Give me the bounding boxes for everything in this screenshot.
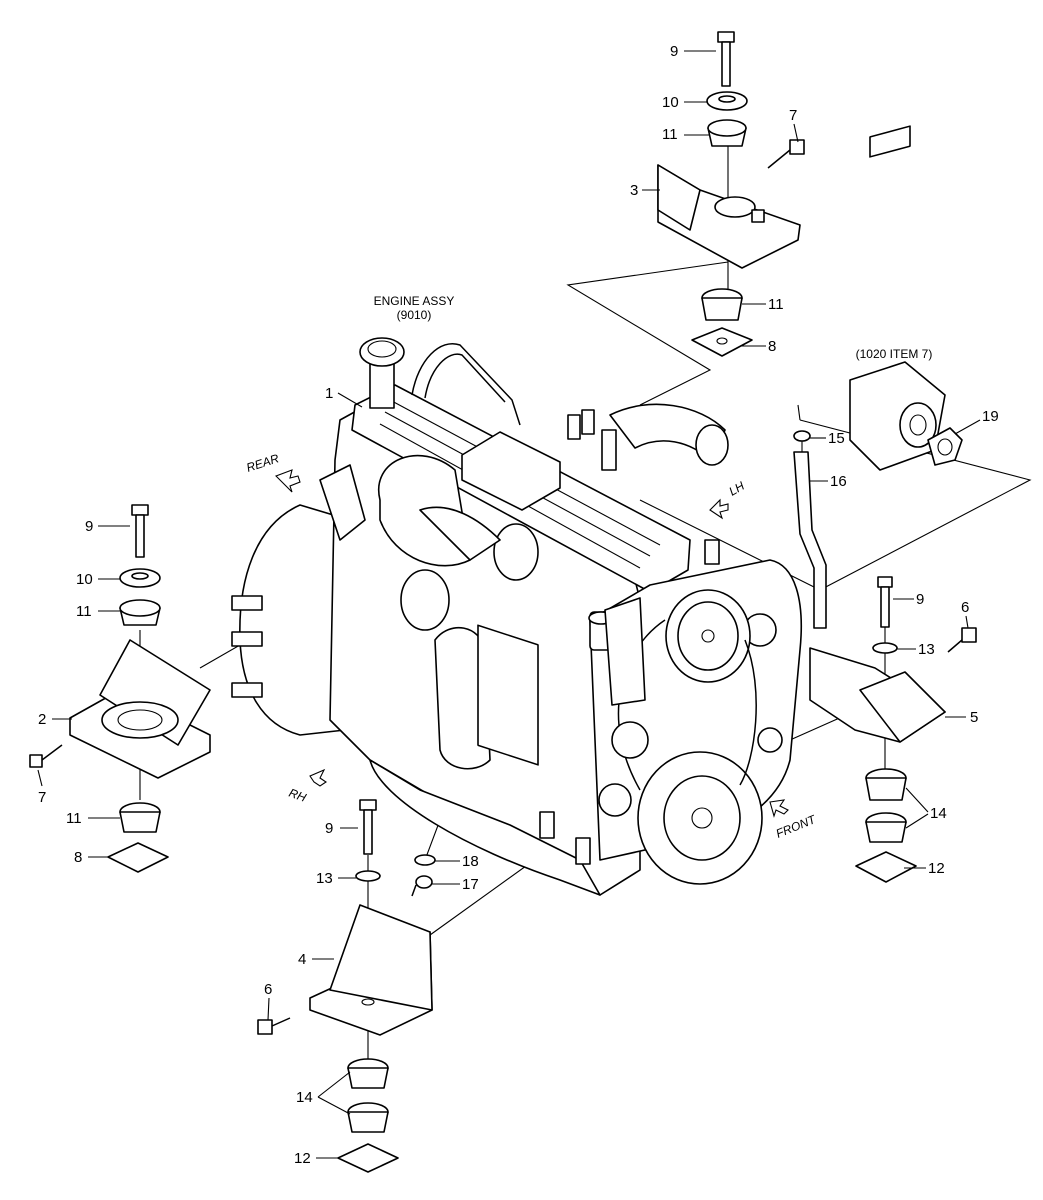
rear-label: REAR [245, 451, 281, 475]
svg-text:19: 19 [982, 408, 999, 425]
callout-14-right: 14 [905, 787, 947, 829]
callout-4: 4 [298, 951, 334, 968]
oil-pan [369, 759, 601, 896]
filter-housing [477, 624, 539, 766]
drain-hose-and-pump [793, 125, 963, 629]
rear-lh-mount-group [657, 31, 805, 357]
lh-arrow-icon [709, 498, 729, 520]
callout-11-left-upper: 11 [76, 603, 120, 620]
breather-box [461, 431, 561, 511]
svg-text:6: 6 [961, 599, 969, 616]
rh-label: RH [287, 786, 308, 805]
svg-text:10: 10 [662, 94, 679, 111]
svg-text:13: 13 [918, 641, 935, 658]
svg-text:9: 9 [325, 820, 333, 837]
svg-text:10: 10 [76, 571, 93, 588]
front-arrow-icon [769, 799, 789, 818]
svg-text:13: 13 [316, 870, 333, 887]
callout-15: 15 [810, 430, 845, 447]
svg-text:7: 7 [789, 107, 797, 124]
svg-text:14: 14 [296, 1089, 313, 1106]
svg-text:3: 3 [630, 182, 638, 199]
callout-19: 19 [954, 408, 999, 435]
svg-text:5: 5 [970, 709, 978, 726]
svg-text:2: 2 [38, 711, 46, 728]
svg-text:11: 11 [76, 603, 92, 620]
callout-7-top: 7 [789, 107, 799, 143]
callout-6-right: 6 [961, 599, 969, 629]
svg-text:12: 12 [928, 860, 945, 877]
oil-filler-tube [369, 359, 395, 409]
callout-8-left: 8 [74, 849, 108, 866]
aftercooler [434, 626, 491, 770]
svg-text:11: 11 [66, 810, 82, 827]
svg-text:15: 15 [828, 430, 845, 447]
lh-label: LH [727, 479, 748, 499]
svg-text:14: 14 [930, 805, 947, 822]
callout-11-left-lower: 11 [66, 810, 120, 827]
callout-7-left: 7 [37, 769, 46, 806]
svg-text:1: 1 [325, 385, 333, 402]
callout-3: 3 [630, 182, 660, 199]
callout-13-front: 13 [316, 870, 356, 887]
drain-hose-16 [793, 451, 827, 629]
svg-text:7: 7 [38, 789, 46, 806]
svg-text:11: 11 [662, 126, 678, 143]
rh-arrow-icon [309, 768, 327, 787]
callout-1: 1 [325, 385, 363, 408]
callout-6-front: 6 [264, 981, 272, 1021]
svg-text:9: 9 [916, 591, 924, 608]
callout-14-front: 14 [296, 1071, 351, 1115]
engine-assembly [231, 337, 803, 896]
rear-rh-mount-group [29, 504, 211, 873]
svg-text:12: 12 [294, 1150, 311, 1167]
pump-gasket-19 [927, 427, 963, 466]
svg-text:8: 8 [768, 338, 776, 355]
svg-text:6: 6 [264, 981, 272, 998]
callout-9-right: 9 [893, 591, 924, 608]
front-lh-mount-group [809, 576, 977, 883]
callout-9-top: 9 [670, 43, 716, 60]
callout-8-top: 8 [740, 338, 776, 355]
callout-18: 18 [435, 853, 479, 870]
callout-2: 2 [38, 711, 72, 728]
callout-10-left: 10 [76, 571, 120, 588]
callout-16: 16 [810, 473, 847, 490]
callout-12-right: 12 [904, 860, 945, 877]
svg-text:9: 9 [670, 43, 678, 60]
engine-assy-heading: ENGINE ASSY [374, 294, 455, 308]
svg-text:18: 18 [462, 853, 479, 870]
front-label: FRONT [774, 812, 819, 841]
svg-text:9: 9 [85, 518, 93, 535]
callout-12-front: 12 [294, 1150, 338, 1167]
engine-assy-code: (9010) [397, 308, 432, 322]
svg-text:8: 8 [74, 849, 82, 866]
callout-9-front: 9 [325, 820, 358, 837]
front-rh-mount-group [257, 799, 436, 1173]
callout-11-top-lower: 11 [742, 296, 784, 313]
callout-9-left: 9 [85, 518, 130, 535]
callout-11-top-upper: 11 [662, 126, 710, 143]
callout-10-top: 10 [662, 94, 708, 111]
svg-text:17: 17 [462, 876, 479, 893]
rear-arrow-icon [275, 469, 301, 493]
svg-text:11: 11 [768, 296, 784, 313]
oil-filler-cap [359, 337, 405, 367]
callout-13-right: 13 [897, 641, 935, 658]
pump-reference-heading: (1020 ITEM 7) [856, 347, 933, 361]
svg-text:4: 4 [298, 951, 306, 968]
callout-17: 17 [432, 876, 479, 893]
svg-text:16: 16 [830, 473, 847, 490]
part-callouts: 9 10 11 7 3 11 8 1 15 16 19 9 10 11 2 7 … [37, 43, 999, 1167]
callout-5: 5 [945, 709, 978, 726]
